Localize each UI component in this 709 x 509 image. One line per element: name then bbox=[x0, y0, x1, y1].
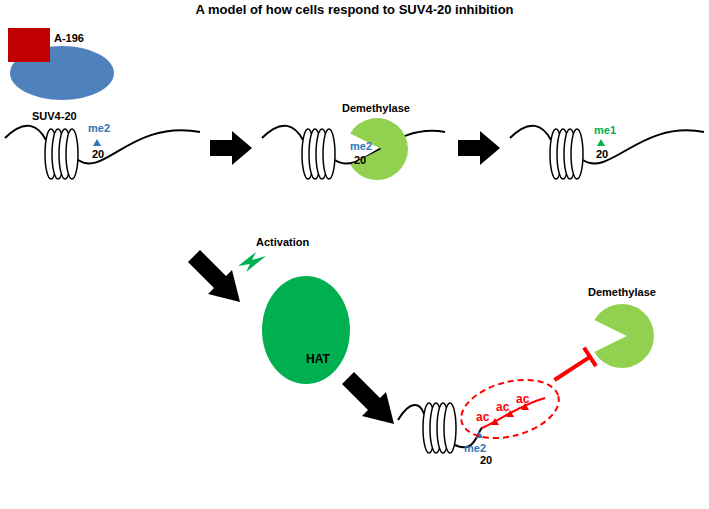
node-label: A-196 bbox=[54, 32, 84, 45]
enzyme-shape: Demethylase bbox=[590, 304, 654, 368]
histone-mark: me2 bbox=[350, 140, 372, 153]
acetyl-mark: ac bbox=[516, 392, 529, 406]
node-label: Demethylase bbox=[342, 102, 410, 115]
histone-mark: 20 bbox=[480, 454, 492, 467]
histone-mark: me2 bbox=[88, 122, 110, 135]
histone-mark: 20 bbox=[354, 154, 366, 167]
histone-mark: me2 bbox=[464, 442, 486, 455]
protein-shape: HAT bbox=[262, 276, 350, 384]
nucleosome bbox=[45, 129, 78, 179]
acetyl-region: acacac bbox=[458, 380, 562, 438]
title: A model of how cells respond to SUV4-20 … bbox=[0, 2, 709, 17]
inhibition-arrow bbox=[554, 348, 596, 380]
histone-mark: me1 bbox=[594, 124, 616, 137]
protein-shape: A-196 bbox=[8, 28, 50, 62]
acetyl-mark: ac bbox=[496, 400, 509, 414]
node-label: Demethylase bbox=[588, 286, 656, 299]
histone-mark: 20 bbox=[92, 148, 104, 161]
acetyl-mark: ac bbox=[476, 410, 489, 424]
annotation: Activation bbox=[256, 236, 309, 249]
node-label: SUV4-20 bbox=[32, 110, 77, 123]
node-label: HAT bbox=[306, 352, 330, 366]
histone-mark: 20 bbox=[596, 148, 608, 161]
